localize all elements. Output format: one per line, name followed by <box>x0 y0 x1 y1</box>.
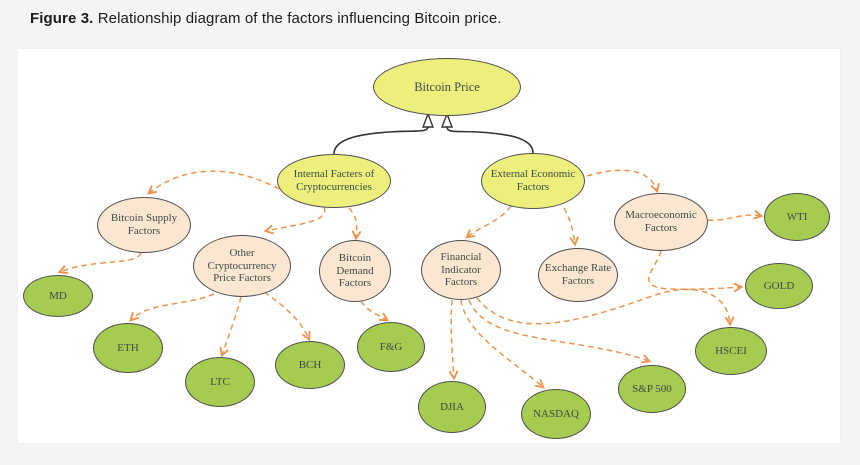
node-nasdaq: NASDAQ <box>521 389 591 439</box>
node-label-eth: ETH <box>117 341 139 354</box>
node-label-macroeconomic: Macroeconomic Factors <box>625 209 697 234</box>
node-label-other-crypto: Other Cryptocurrency Price Factors <box>207 246 277 285</box>
node-exchange-rate: Exchange Rate Factors <box>538 248 618 302</box>
node-label-wti: WTI <box>786 210 808 223</box>
node-bch: BCH <box>275 341 345 389</box>
node-sp500: S&P 500 <box>618 365 686 413</box>
node-label-fg: F&G <box>379 340 403 353</box>
node-label-bitcoin-demand: Bitcoin Demand Factors <box>336 251 374 290</box>
node-macroeconomic: Macroeconomic Factors <box>614 193 708 251</box>
caption-text: Relationship diagram of the factors infl… <box>93 10 502 27</box>
node-label-bitcoin-price: Bitcoin Price <box>414 79 480 94</box>
node-ltc: LTC <box>185 357 255 407</box>
figure-label: Figure 3. <box>30 10 94 27</box>
node-label-ltc: LTC <box>210 375 230 388</box>
node-label-bch: BCH <box>298 358 322 371</box>
node-financial-indicator: Financial Indicator Factors <box>421 240 501 300</box>
figure-caption: Figure 3. Relationship diagram of the fa… <box>30 10 502 27</box>
node-label-exchange-rate: Exchange Rate Factors <box>544 262 612 287</box>
node-label-internal-factors: Internal Facters of Cryptocurrencies <box>293 168 375 193</box>
node-bitcoin-price: Bitcoin Price <box>373 58 521 116</box>
node-wti: WTI <box>764 193 830 241</box>
node-eth: ETH <box>93 323 163 373</box>
node-hscei: HSCEI <box>695 327 767 375</box>
node-md: MD <box>23 275 93 317</box>
node-label-sp500: S&P 500 <box>632 382 672 395</box>
node-gold: GOLD <box>745 263 813 309</box>
node-bitcoin-supply: Bitcoin Supply Factors <box>97 197 191 253</box>
node-label-md: MD <box>49 289 67 302</box>
node-external-factors: External Economic Factors <box>481 153 585 209</box>
node-bitcoin-demand: Bitcoin Demand Factors <box>319 240 391 302</box>
node-fg: F&G <box>357 322 425 372</box>
node-label-financial-indicator: Financial Indicator Factors <box>440 250 482 289</box>
node-label-gold: GOLD <box>763 279 795 292</box>
node-other-crypto: Other Cryptocurrency Price Factors <box>193 235 291 297</box>
node-label-bitcoin-supply: Bitcoin Supply Factors <box>110 212 178 237</box>
node-label-nasdaq: NASDAQ <box>533 407 579 420</box>
node-label-external-factors: External Economic Factors <box>490 168 576 193</box>
node-label-hscei: HSCEI <box>715 344 747 357</box>
node-label-djia: DJIA <box>440 400 464 413</box>
node-internal-factors: Internal Facters of Cryptocurrencies <box>277 154 391 208</box>
node-djia: DJIA <box>418 381 486 433</box>
